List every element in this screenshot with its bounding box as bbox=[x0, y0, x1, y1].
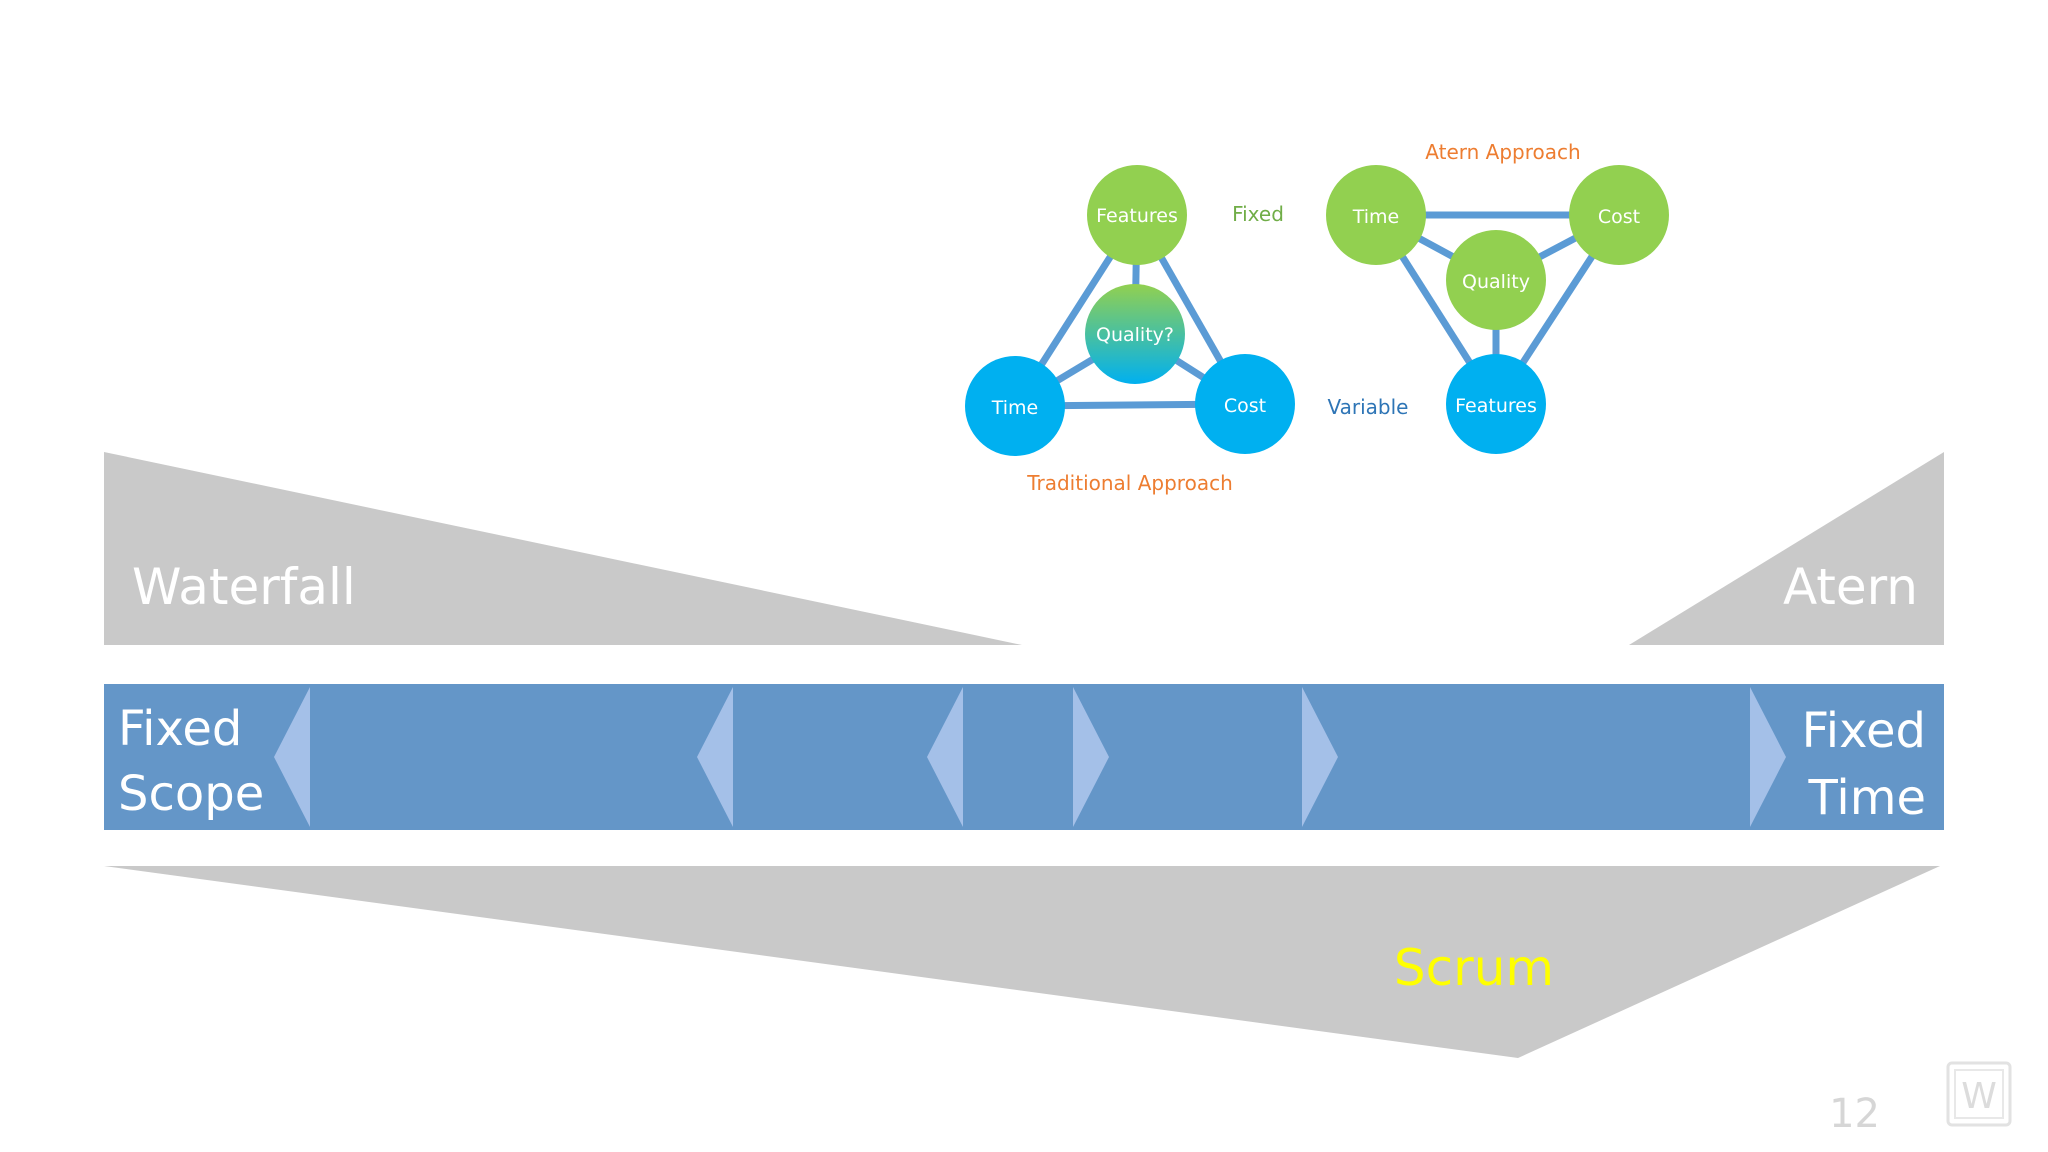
atern-features-node bbox=[1446, 354, 1546, 454]
timeline-bar bbox=[104, 684, 1944, 830]
atern-cost-node bbox=[1569, 165, 1669, 265]
fixed-scope-line2: Scope bbox=[118, 766, 264, 822]
quality-label: Quality? bbox=[1096, 324, 1174, 346]
cost-label: Cost bbox=[1224, 395, 1266, 417]
traditional-caption: Traditional Approach bbox=[1026, 471, 1233, 495]
chevron-right-2 bbox=[1302, 687, 1338, 827]
fixed-scope-line1: Fixed bbox=[118, 701, 242, 757]
time-label: Time bbox=[991, 397, 1039, 419]
fixed-time-line2: Time bbox=[1808, 770, 1926, 826]
time-node bbox=[965, 356, 1065, 456]
atern-time-label: Time bbox=[1352, 206, 1400, 228]
atern-cost-label: Cost bbox=[1598, 206, 1640, 228]
chevron-right-1 bbox=[1073, 687, 1109, 827]
logo-letter: W bbox=[1961, 1076, 1997, 1117]
scrum-label: Scrum bbox=[1394, 939, 1554, 997]
scrum-wedge bbox=[104, 866, 1940, 1058]
waterfall-wedge bbox=[104, 452, 1022, 645]
cost-node bbox=[1195, 354, 1295, 454]
waterfall-label: Waterfall bbox=[132, 558, 356, 616]
chevron-left-3 bbox=[927, 687, 963, 827]
atern-quality-label: Quality bbox=[1462, 271, 1530, 293]
fixed-time-line1: Fixed bbox=[1802, 703, 1926, 759]
atern-features-label: Features bbox=[1455, 395, 1537, 417]
chevron-right-3 bbox=[1750, 687, 1786, 827]
atern-label: Atern bbox=[1783, 558, 1918, 616]
features-label: Features bbox=[1096, 205, 1178, 227]
atern-quality-node bbox=[1446, 230, 1546, 330]
chevron-left-1 bbox=[274, 687, 310, 827]
legend-fixed: Fixed bbox=[1232, 202, 1284, 226]
page-number: 12 bbox=[1829, 1091, 1880, 1137]
atern-time-node bbox=[1326, 165, 1426, 265]
atern-triangle: Time Cost Quality Features Atern Approac… bbox=[1326, 140, 1669, 454]
atern-caption: Atern Approach bbox=[1425, 140, 1580, 164]
timeline-chevrons bbox=[274, 687, 1786, 827]
quality-node bbox=[1085, 284, 1185, 384]
legend-variable: Variable bbox=[1328, 395, 1409, 419]
atern-wedge bbox=[1629, 452, 1944, 645]
chevron-left-2 bbox=[697, 687, 733, 827]
features-node bbox=[1087, 165, 1187, 265]
watermark-logo: W bbox=[1946, 1061, 2012, 1127]
traditional-triangle: Features Quality? Time Cost Traditional … bbox=[965, 165, 1295, 495]
